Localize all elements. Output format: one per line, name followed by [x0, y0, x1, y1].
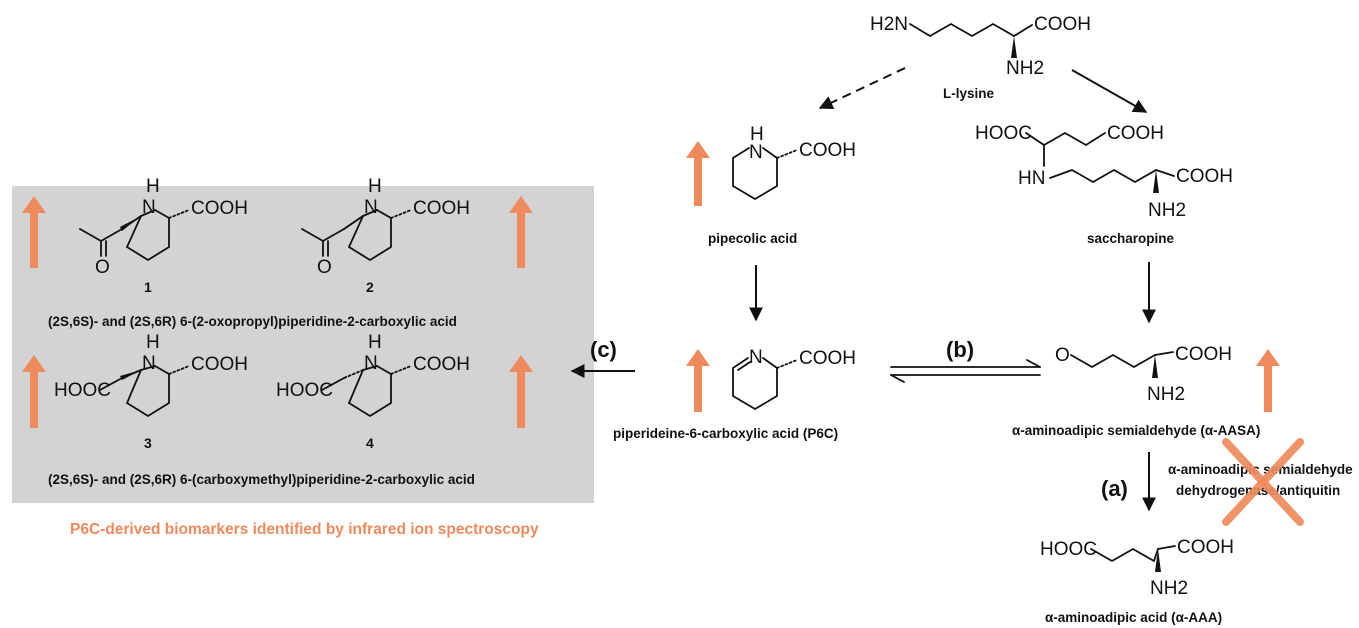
carboxyl-group: COOH	[413, 198, 470, 219]
enzyme-name-line1: α-aminoadipic semialdehyde	[1168, 462, 1353, 477]
increase-arrow-icon	[686, 349, 710, 412]
deficiency-cross-icon	[1222, 438, 1304, 526]
ring-nitrogen: N	[749, 142, 763, 163]
compound-3-structure: HOOC H N COOH 3	[54, 332, 248, 451]
compound-4-structure: HOOC H N COOH 4	[276, 332, 470, 451]
equilibrium-arrows	[890, 359, 1041, 383]
carboxyl-group: COOH	[1175, 344, 1232, 365]
nh-hydrogen: H	[368, 176, 382, 197]
carboxyl-group: COOH	[1034, 14, 1091, 35]
step-c-label: (c)	[590, 337, 617, 362]
carboxyl-group: HOOC	[975, 123, 1032, 144]
increase-arrow-icon	[509, 355, 533, 428]
l-lysine-structure: H2N COOH NH2 L-lysine	[870, 14, 1091, 101]
aasa-structure: O COOH NH2 α-aminoadipic semialdehyde (α…	[1012, 344, 1280, 438]
carboxyl-group: COOH	[799, 348, 856, 369]
carboxyl-group: COOH	[191, 354, 248, 375]
biomarker-caption: P6C-derived biomarkers identified by inf…	[70, 521, 539, 538]
compound-2-structure: O H N COOH 2	[301, 176, 470, 295]
nh-hydrogen: H	[146, 332, 160, 353]
aldehyde-oxygen: O	[1055, 345, 1070, 366]
carboxyl-group: COOH	[1177, 537, 1234, 558]
amine-group: NH2	[1150, 578, 1188, 599]
aaa-structure: HOOC COOH NH2 α-aminoadipic acid (α-AAA)	[1040, 537, 1234, 625]
compound-number: 3	[144, 435, 152, 451]
biomarker-panel	[12, 186, 594, 503]
pipecolic-pathway-arrow	[818, 67, 906, 109]
increase-arrow-icon	[22, 355, 46, 428]
ring-nitrogen: N	[142, 353, 156, 374]
pipecolic-acid-label: pipecolic acid	[708, 231, 797, 246]
increase-arrow-icon	[509, 196, 533, 268]
row1-compound-name: (2S,6S)- and (2S,6R) 6-(2-oxopropyl)pipe…	[48, 314, 457, 329]
carboxyl-group: COOH	[799, 140, 856, 161]
saccharopine-pathway-arrow	[1071, 69, 1148, 113]
row2-compound-name: (2S,6S)- and (2S,6R) 6-(carboxymethyl)pi…	[48, 472, 475, 487]
ring-nitrogen: N	[749, 347, 763, 368]
saccharopine-structure: HOOC COOH HN COOH NH2 saccharopine	[975, 123, 1233, 246]
compound-1-structure: O H N COOH 1	[79, 176, 248, 295]
carboxyl-group: COOH	[1107, 123, 1164, 144]
increase-arrow-icon	[22, 196, 46, 268]
l-lysine-label: L-lysine	[943, 86, 995, 101]
imine-nh: HN	[1018, 168, 1045, 189]
step-a-label: (a)	[1101, 476, 1128, 501]
increase-arrow-icon	[1256, 349, 1280, 412]
nh-hydrogen: H	[750, 124, 764, 145]
p6c-structure: N COOH piperideine-6-carboxylic acid (P6…	[613, 347, 856, 441]
nh-hydrogen: H	[368, 332, 382, 353]
carboxyl-group: HOOC	[1040, 539, 1097, 560]
increase-arrow-icon	[686, 141, 710, 206]
aasa-label: α-aminoadipic semialdehyde (α-AASA)	[1012, 423, 1260, 438]
carboxyl-group: COOH	[191, 198, 248, 219]
amine-group: NH2	[1147, 384, 1185, 405]
pipecolic-acid-structure: H N COOH pipecolic acid	[686, 124, 856, 246]
carboxyl-group: COOH	[1176, 166, 1233, 187]
carbonyl-oxygen: O	[317, 257, 332, 278]
step-b-label: (b)	[946, 337, 974, 362]
carboxyl-group: COOH	[413, 354, 470, 375]
p6c-label: piperideine-6-carboxylic acid (P6C)	[613, 426, 838, 441]
compound-number: 4	[366, 435, 374, 451]
carboxyl-group: HOOC	[276, 380, 333, 401]
carbonyl-oxygen: O	[95, 257, 110, 278]
aaa-label: α-aminoadipic acid (α-AAA)	[1045, 610, 1222, 625]
ring-nitrogen: N	[364, 197, 378, 218]
amine-group: NH2	[1006, 58, 1044, 79]
amine-group: NH2	[1148, 200, 1186, 221]
ring-nitrogen: N	[142, 197, 156, 218]
saccharopine-label: saccharopine	[1087, 231, 1175, 246]
amine-group: H2N	[870, 14, 908, 35]
nh-hydrogen: H	[146, 176, 160, 197]
compound-number: 2	[366, 279, 374, 295]
ring-nitrogen: N	[364, 353, 378, 374]
compound-number: 1	[144, 279, 152, 295]
carboxyl-group: HOOC	[54, 380, 111, 401]
